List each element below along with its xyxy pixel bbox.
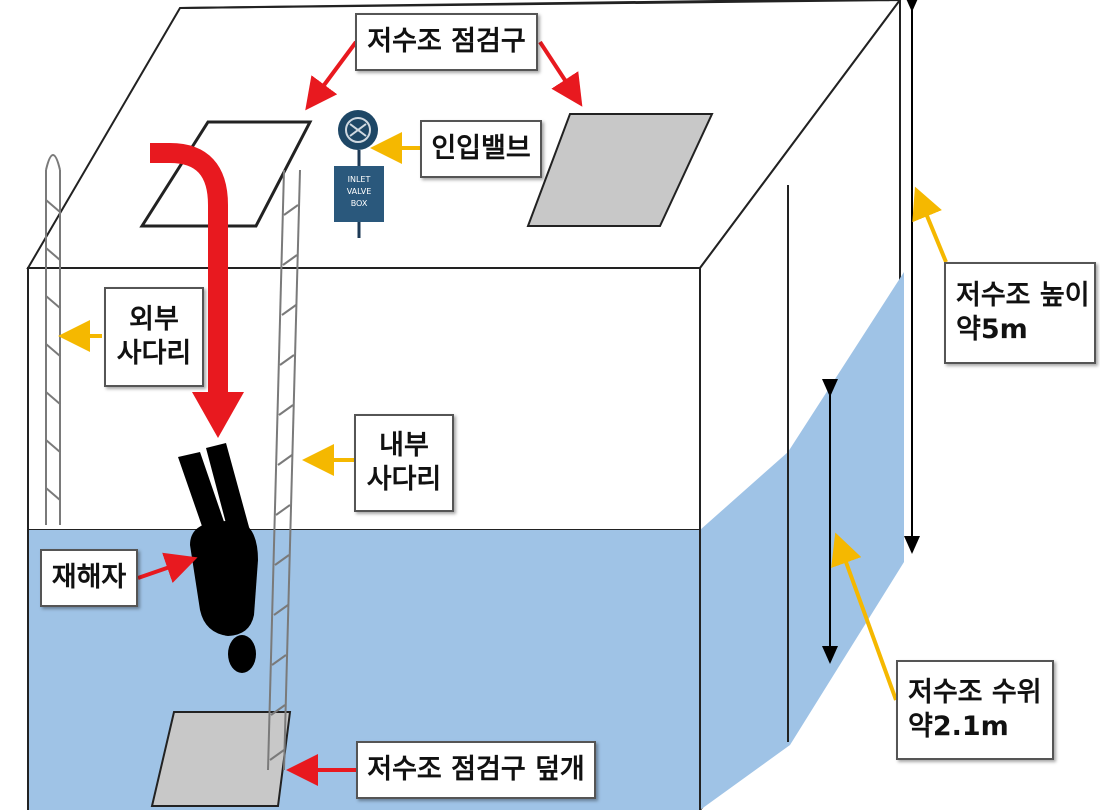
inlet-valve-icon: INLET VALVE BOX xyxy=(334,110,384,238)
internal-ladder-text-2: 사다리 xyxy=(366,464,442,495)
hatch-cover-label: 저수조 점검구 덮개 xyxy=(356,741,596,799)
external-ladder-label: 외부 사다리 xyxy=(104,287,204,387)
water-level-pointer xyxy=(831,532,898,701)
tank-height-label: 저수조 높이 약5m xyxy=(944,262,1096,364)
inspection-hatch-label: 저수조 점검구 xyxy=(355,13,538,71)
victim-label: 재해자 xyxy=(40,549,138,607)
inlet-valve-label: 인입밸브 xyxy=(420,120,542,178)
water-level-text-1: 저수조 수위 xyxy=(908,677,1042,709)
victim-text: 재해자 xyxy=(51,562,127,594)
internal-ladder-label: 내부 사다리 xyxy=(354,414,454,512)
tank-height-pointer xyxy=(912,186,948,263)
right-water xyxy=(700,272,904,810)
hatch-cover-shape xyxy=(150,711,292,807)
hatch-pointer-right xyxy=(538,40,583,107)
inspection-hatch-closed xyxy=(526,113,714,227)
victim-pointer xyxy=(137,552,198,583)
victim-figure xyxy=(178,443,258,673)
external-ladder-text-2: 사다리 xyxy=(116,338,192,369)
internal-ladder-text-1: 내부 xyxy=(379,430,429,462)
fall-path-arrow xyxy=(150,143,228,395)
valve-box-text-1: INLET xyxy=(348,175,371,184)
tank-back-edge xyxy=(179,0,871,9)
tank-height-text-2: 약5m xyxy=(956,314,1028,345)
external-ladder-text-1: 외부 xyxy=(129,304,179,336)
inlet-valve-text: 인입밸브 xyxy=(431,133,531,165)
hatch-pointer-left xyxy=(305,40,358,111)
water-level-text-2: 약2.1m xyxy=(908,711,1009,742)
hatch-cover-text: 저수조 점검구 덮개 xyxy=(367,754,585,786)
fall-path-arrowhead xyxy=(192,392,244,438)
tank-height-text-1: 저수조 높이 xyxy=(956,280,1090,312)
valve-box-text-3: BOX xyxy=(351,199,368,208)
water-level-label: 저수조 수위 약2.1m xyxy=(896,660,1054,760)
valve-box-text-2: VALVE xyxy=(347,187,372,196)
internal-ladder xyxy=(267,169,301,771)
inspection-hatch-text: 저수조 점검구 xyxy=(367,26,526,58)
